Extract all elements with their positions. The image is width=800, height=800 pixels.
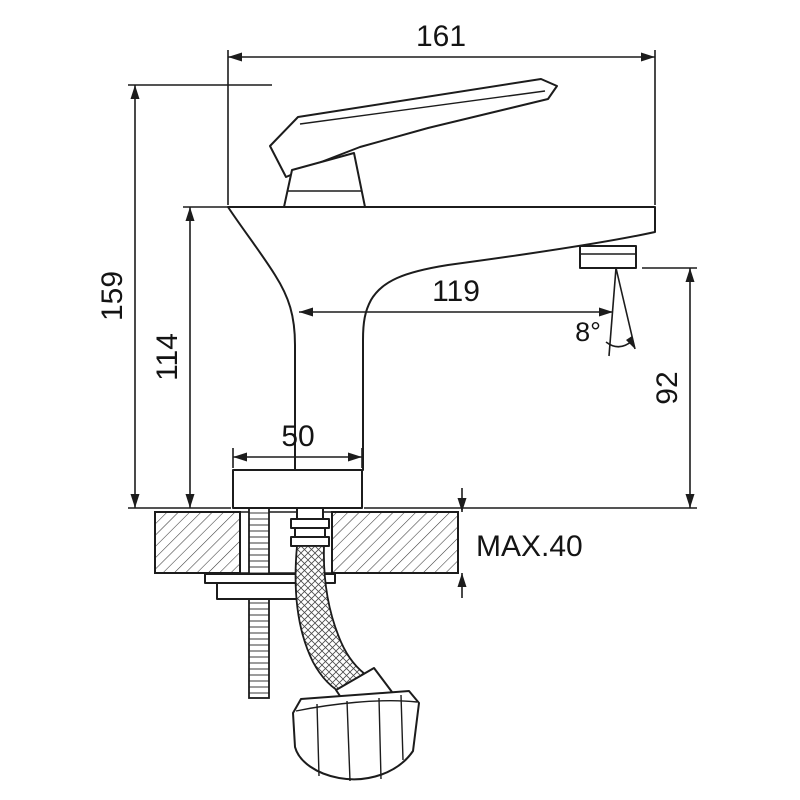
faucet-handle: [269, 78, 558, 178]
faucet-body: [227, 78, 656, 509]
dim-outlet-height: 92: [364, 267, 697, 509]
dim-spout-reach: 119: [299, 275, 613, 317]
dim-overall-height: 159: [96, 84, 272, 509]
hose-fitting-ring: [290, 518, 330, 529]
spout-outlet: [579, 245, 637, 269]
dim-deck-thickness: MAX.40: [457, 488, 583, 598]
dim-body-height: 114: [151, 206, 228, 508]
dim-spout-angle-label: 8°: [575, 317, 601, 347]
dim-base-width: 50: [232, 420, 363, 468]
faucet-base: [232, 469, 363, 509]
dim-overall-height-label: 159: [96, 271, 129, 321]
dim-deck-thickness-label: MAX.40: [476, 530, 583, 563]
supply-hose: [290, 507, 420, 782]
dim-body-height-label: 114: [151, 333, 184, 381]
dim-spout-angle: 8°: [575, 267, 636, 357]
deck-right-hatch: [331, 511, 459, 574]
hose-end-nut: [292, 690, 420, 781]
dim-overall-width: 161: [227, 20, 656, 205]
dim-overall-width-label: 161: [416, 20, 466, 53]
dim-base-width-label: 50: [281, 420, 314, 453]
countertop-section: [154, 511, 459, 574]
deck-left-hatch: [154, 511, 241, 574]
dim-outlet-height-label: 92: [651, 371, 684, 404]
faucet-body-outline: [227, 206, 656, 471]
threaded-rod: [248, 507, 270, 699]
dim-spout-reach-label: 119: [432, 275, 480, 308]
handle-neck: [283, 152, 366, 208]
